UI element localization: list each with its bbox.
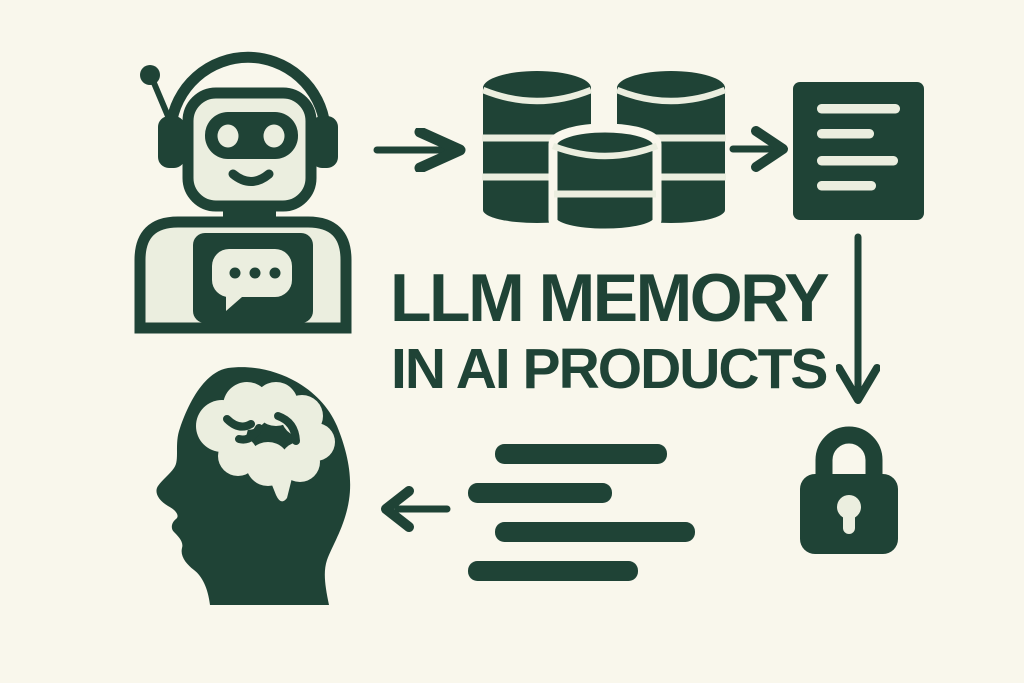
document-icon: [793, 82, 924, 220]
robot-icon: [134, 51, 352, 334]
arrow-robot-to-database-icon: [373, 128, 466, 172]
arrow-textlines-to-head-icon: [381, 486, 451, 532]
title-line-2: IN AI PRODUCTS: [391, 337, 828, 401]
text-lines-icon: [468, 444, 695, 581]
arrow-document-to-lock-icon: [836, 233, 880, 404]
lock-icon: [800, 426, 898, 554]
arrow-database-to-document-icon: [729, 126, 788, 172]
head-brain-icon: [156, 367, 351, 605]
title-line-1: LLM MEMORY: [390, 260, 830, 336]
database-icon: [481, 71, 727, 238]
